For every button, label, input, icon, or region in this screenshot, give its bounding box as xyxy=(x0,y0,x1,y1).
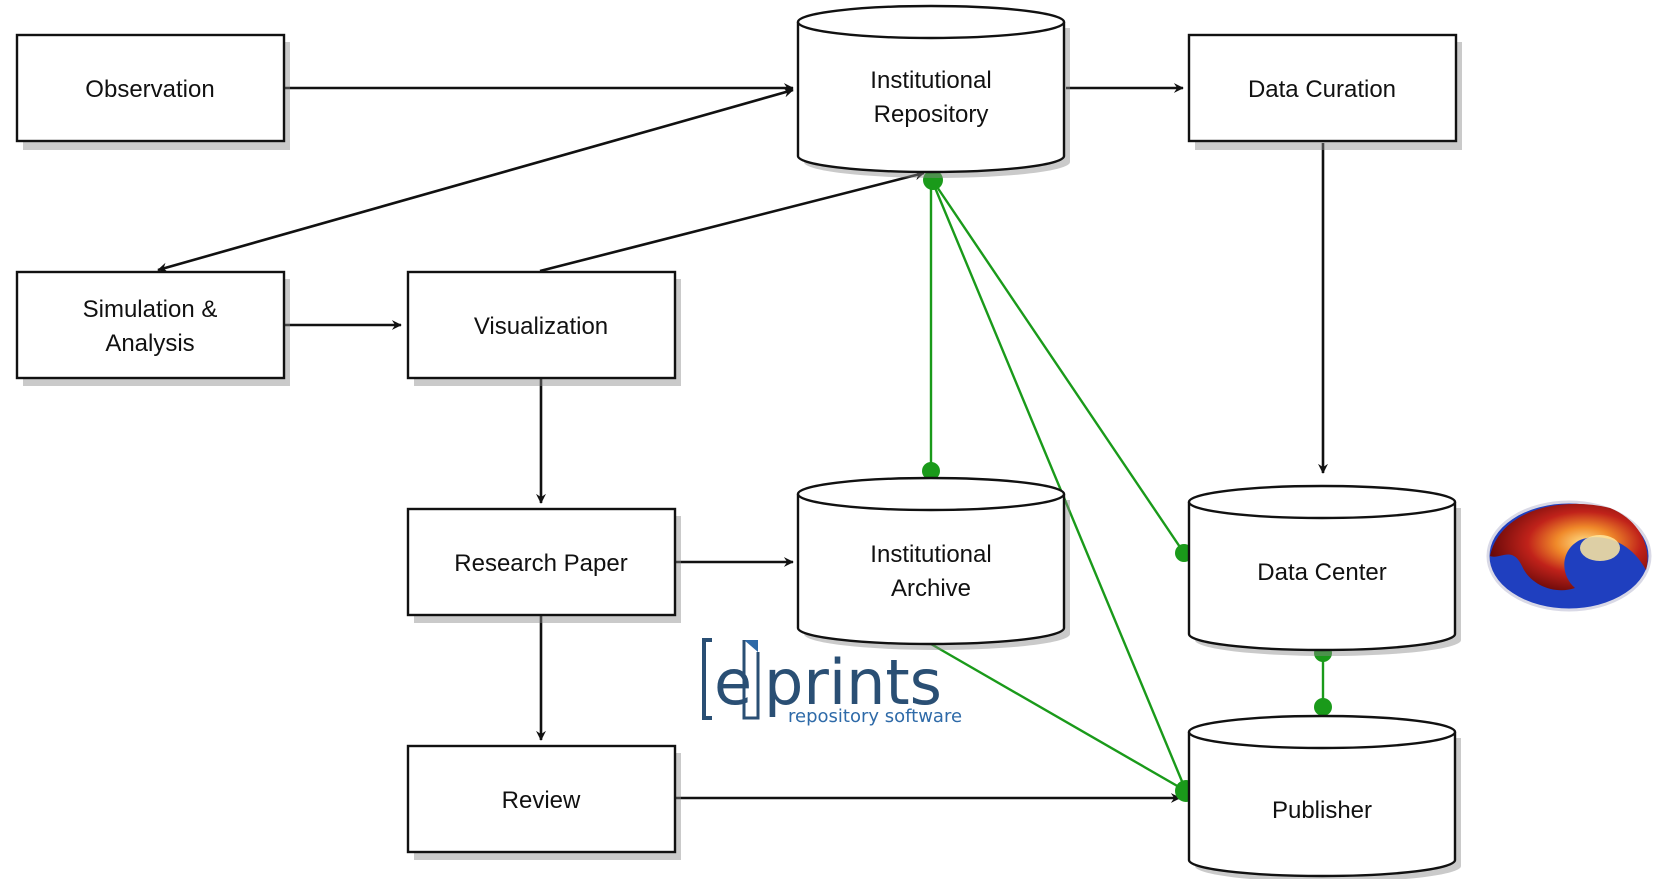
node-data-curation-label: Data Curation xyxy=(1248,76,1396,103)
eprints-wordmark: prints xyxy=(764,646,942,719)
link-repository-publisher xyxy=(929,177,1188,792)
link-archive-publisher xyxy=(930,642,1187,793)
eprints-logo: e prints repository software xyxy=(702,638,962,727)
node-data-center: Data Center xyxy=(1187,484,1461,656)
node-visualization-label: Visualization xyxy=(474,313,608,340)
node-research-paper-label: Research Paper xyxy=(454,550,627,577)
link-node-dot xyxy=(1314,698,1332,716)
node-institutional-repository-line2: Repository xyxy=(874,101,989,128)
eprints-bracket xyxy=(702,638,712,720)
node-review-label: Review xyxy=(502,787,581,814)
node-simulation-analysis: Simulation & Analysis xyxy=(15,270,290,386)
node-research-paper: Research Paper xyxy=(406,507,681,623)
node-institutional-archive-line2: Archive xyxy=(891,575,971,602)
green-links xyxy=(922,170,1332,802)
link-node-dot xyxy=(922,462,940,480)
globe-emblem-icon xyxy=(1486,500,1652,612)
node-simulation-label-line2: Analysis xyxy=(105,330,194,357)
node-publisher: Publisher xyxy=(1187,714,1461,879)
node-institutional-archive: Institutional Archive xyxy=(796,476,1070,650)
node-institutional-repository-line1: Institutional xyxy=(870,67,991,94)
node-simulation-label-line1: Simulation & xyxy=(83,296,218,323)
node-visualization: Visualization xyxy=(406,270,681,386)
node-institutional-repository: Institutional Repository xyxy=(796,4,1070,178)
eprints-doc-corner xyxy=(744,640,758,652)
node-observation: Observation xyxy=(15,33,290,150)
node-review: Review xyxy=(406,744,681,860)
link-repository-datacenter xyxy=(930,177,1185,554)
eprints-letter-e: e xyxy=(714,646,752,719)
node-publisher-label: Publisher xyxy=(1272,797,1372,824)
arrow-visualization-to-repository xyxy=(539,170,925,273)
node-institutional-archive-line1: Institutional xyxy=(870,541,991,568)
eprints-tagline: repository software xyxy=(788,706,962,727)
node-observation-label: Observation xyxy=(85,76,214,103)
link-node-dot xyxy=(923,170,943,190)
arrows xyxy=(157,83,1328,803)
arrow-repository-simulation xyxy=(157,87,794,273)
node-data-curation: Data Curation xyxy=(1187,33,1462,150)
node-data-center-label: Data Center xyxy=(1257,559,1386,586)
